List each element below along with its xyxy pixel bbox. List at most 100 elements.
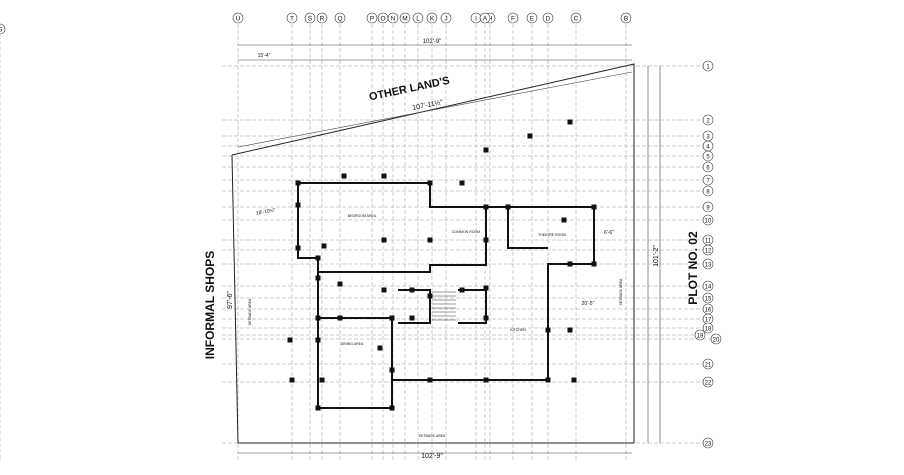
grid-bubble-col-m: M: [399, 12, 411, 24]
structural-column: [295, 245, 301, 251]
grid-bubble-label: N: [391, 15, 396, 22]
grid-bubble-col-u: U: [232, 12, 244, 24]
grid-bubble-row-14: 14: [702, 280, 714, 292]
grid-bubble-row-23: 23: [702, 437, 714, 449]
diagonal-dimension: 107'-11½": [412, 98, 444, 112]
structural-column: [427, 237, 433, 243]
grid-bubble-row-13: 13: [702, 258, 714, 270]
grid-bubble-label: A: [483, 15, 488, 22]
structural-column: [483, 285, 489, 291]
structural-column: [459, 287, 465, 293]
dimension-18-10: 18'-10½": [255, 206, 276, 216]
structural-column: [591, 204, 597, 210]
grid-bubble-row-20: 20: [710, 333, 722, 345]
structural-column: [545, 377, 551, 383]
top-overall-dimension: 102'-9": [423, 39, 442, 45]
structural-column: [567, 261, 573, 267]
grid-bubble-label: D: [546, 15, 551, 22]
grid-bubble-label: I: [475, 15, 477, 22]
grid-bubble-row-8: 8: [702, 185, 714, 197]
grid-bubble-col-l: L: [412, 12, 424, 24]
structural-column: [389, 405, 395, 411]
structural-column: [571, 377, 577, 383]
room-label-setback-right: SETBACK AREA: [619, 278, 623, 305]
grid-bubble-col-e: E: [526, 12, 538, 24]
structural-column: [315, 255, 321, 261]
structural-column: [337, 315, 343, 321]
grid-bubble-label: S: [308, 15, 313, 22]
grid-bubble-label: 5: [706, 154, 710, 160]
grid-bubble-row-19: 19: [694, 329, 706, 341]
grid-bubble-label: P: [370, 15, 374, 22]
grid-bubble-col-t: T: [286, 12, 298, 24]
grid-bubble-col-i: I: [470, 12, 482, 24]
grid-bubble-label: 11: [705, 238, 712, 244]
grid-bubble-col-o: O: [377, 12, 389, 24]
structural-column: [337, 281, 343, 287]
grid-bubble-label: 7: [706, 178, 710, 184]
structural-column: [381, 173, 387, 179]
structural-column: [567, 327, 573, 333]
room-label-setback-left: SETBACK AREA: [248, 298, 252, 325]
grid-bubble-label: E: [530, 15, 535, 22]
structural-column: [567, 119, 573, 125]
grid-bubble-label: G: [0, 26, 3, 33]
structural-column: [409, 315, 415, 321]
grid-bubble-label: J: [444, 15, 447, 22]
grid-bubble-label: 20: [713, 337, 720, 343]
structural-column: [289, 377, 295, 383]
structural-columns: [287, 119, 597, 411]
grid-bubble-row-22: 22: [702, 376, 714, 388]
structural-column: [483, 204, 489, 210]
grid-bubble-col-c: C: [570, 12, 582, 24]
structural-column: [341, 173, 347, 179]
grid-bubble-row-4: 4: [702, 140, 714, 152]
grid-bubble-label: 19: [697, 333, 704, 339]
grid-bubble-label: F: [511, 15, 515, 22]
grid-bubble-label: U: [236, 15, 241, 22]
structural-column: [591, 261, 597, 267]
grid-bubble-label: 10: [705, 218, 712, 224]
grid-bubble-label: C: [574, 15, 579, 22]
grid-bubble-label: 8: [706, 189, 710, 195]
grid-bubble-col-n: N: [387, 12, 399, 24]
grid-bubble-label: 9: [706, 205, 710, 211]
room-label-common: COMMON ROOM: [452, 230, 480, 234]
room-label-theatre: THEATRE ROOM: [538, 233, 566, 237]
grid-bubble-row-16: 16: [702, 303, 714, 315]
structural-column: [545, 327, 551, 333]
grid-bubble-row-2: 2: [702, 114, 714, 126]
grid-bubble-col-q: Q: [334, 12, 346, 24]
grid-bubble-label: T: [290, 15, 294, 22]
structural-column: [483, 237, 489, 243]
grid-bubble-col-d: D: [542, 12, 554, 24]
grid-bubble-row-12: 12: [702, 244, 714, 256]
structural-column: [321, 243, 327, 249]
grid-bubble-row-1: 1: [702, 60, 714, 72]
grid-bubble-label: 12: [705, 248, 712, 254]
grid-bubble-label: 15: [705, 296, 712, 302]
room-label-kitchen: KITCHEN: [510, 328, 526, 332]
grid-bubble-label: B: [624, 15, 628, 22]
grid-bubble-col-p: P: [366, 12, 378, 24]
grid-bubble-label: 18: [705, 326, 712, 332]
grid-bubble-label: R: [320, 15, 325, 22]
structural-column: [377, 345, 383, 351]
grid-bubble-label: 21: [705, 362, 712, 368]
structural-column: [427, 377, 433, 383]
grid-bubble-row-9: 9: [702, 201, 714, 213]
grid-bubble-label: 6: [706, 165, 710, 171]
grid-bubble-row-17: 17: [702, 313, 714, 325]
dimension-15-4: 15'-4": [258, 53, 271, 59]
grid-bubble-row-21: 21: [702, 358, 714, 370]
structural-column: [381, 237, 387, 243]
structural-column: [561, 217, 567, 223]
plot-no-label: PLOT NO. 02: [686, 231, 700, 305]
grid-bubble-label: 2: [706, 118, 710, 124]
grid-bubble-col-j: J: [440, 12, 452, 24]
structural-column: [295, 202, 301, 208]
structural-column: [315, 337, 321, 343]
staircase: [432, 291, 456, 321]
grid-bubble-col-b: B: [620, 12, 632, 24]
